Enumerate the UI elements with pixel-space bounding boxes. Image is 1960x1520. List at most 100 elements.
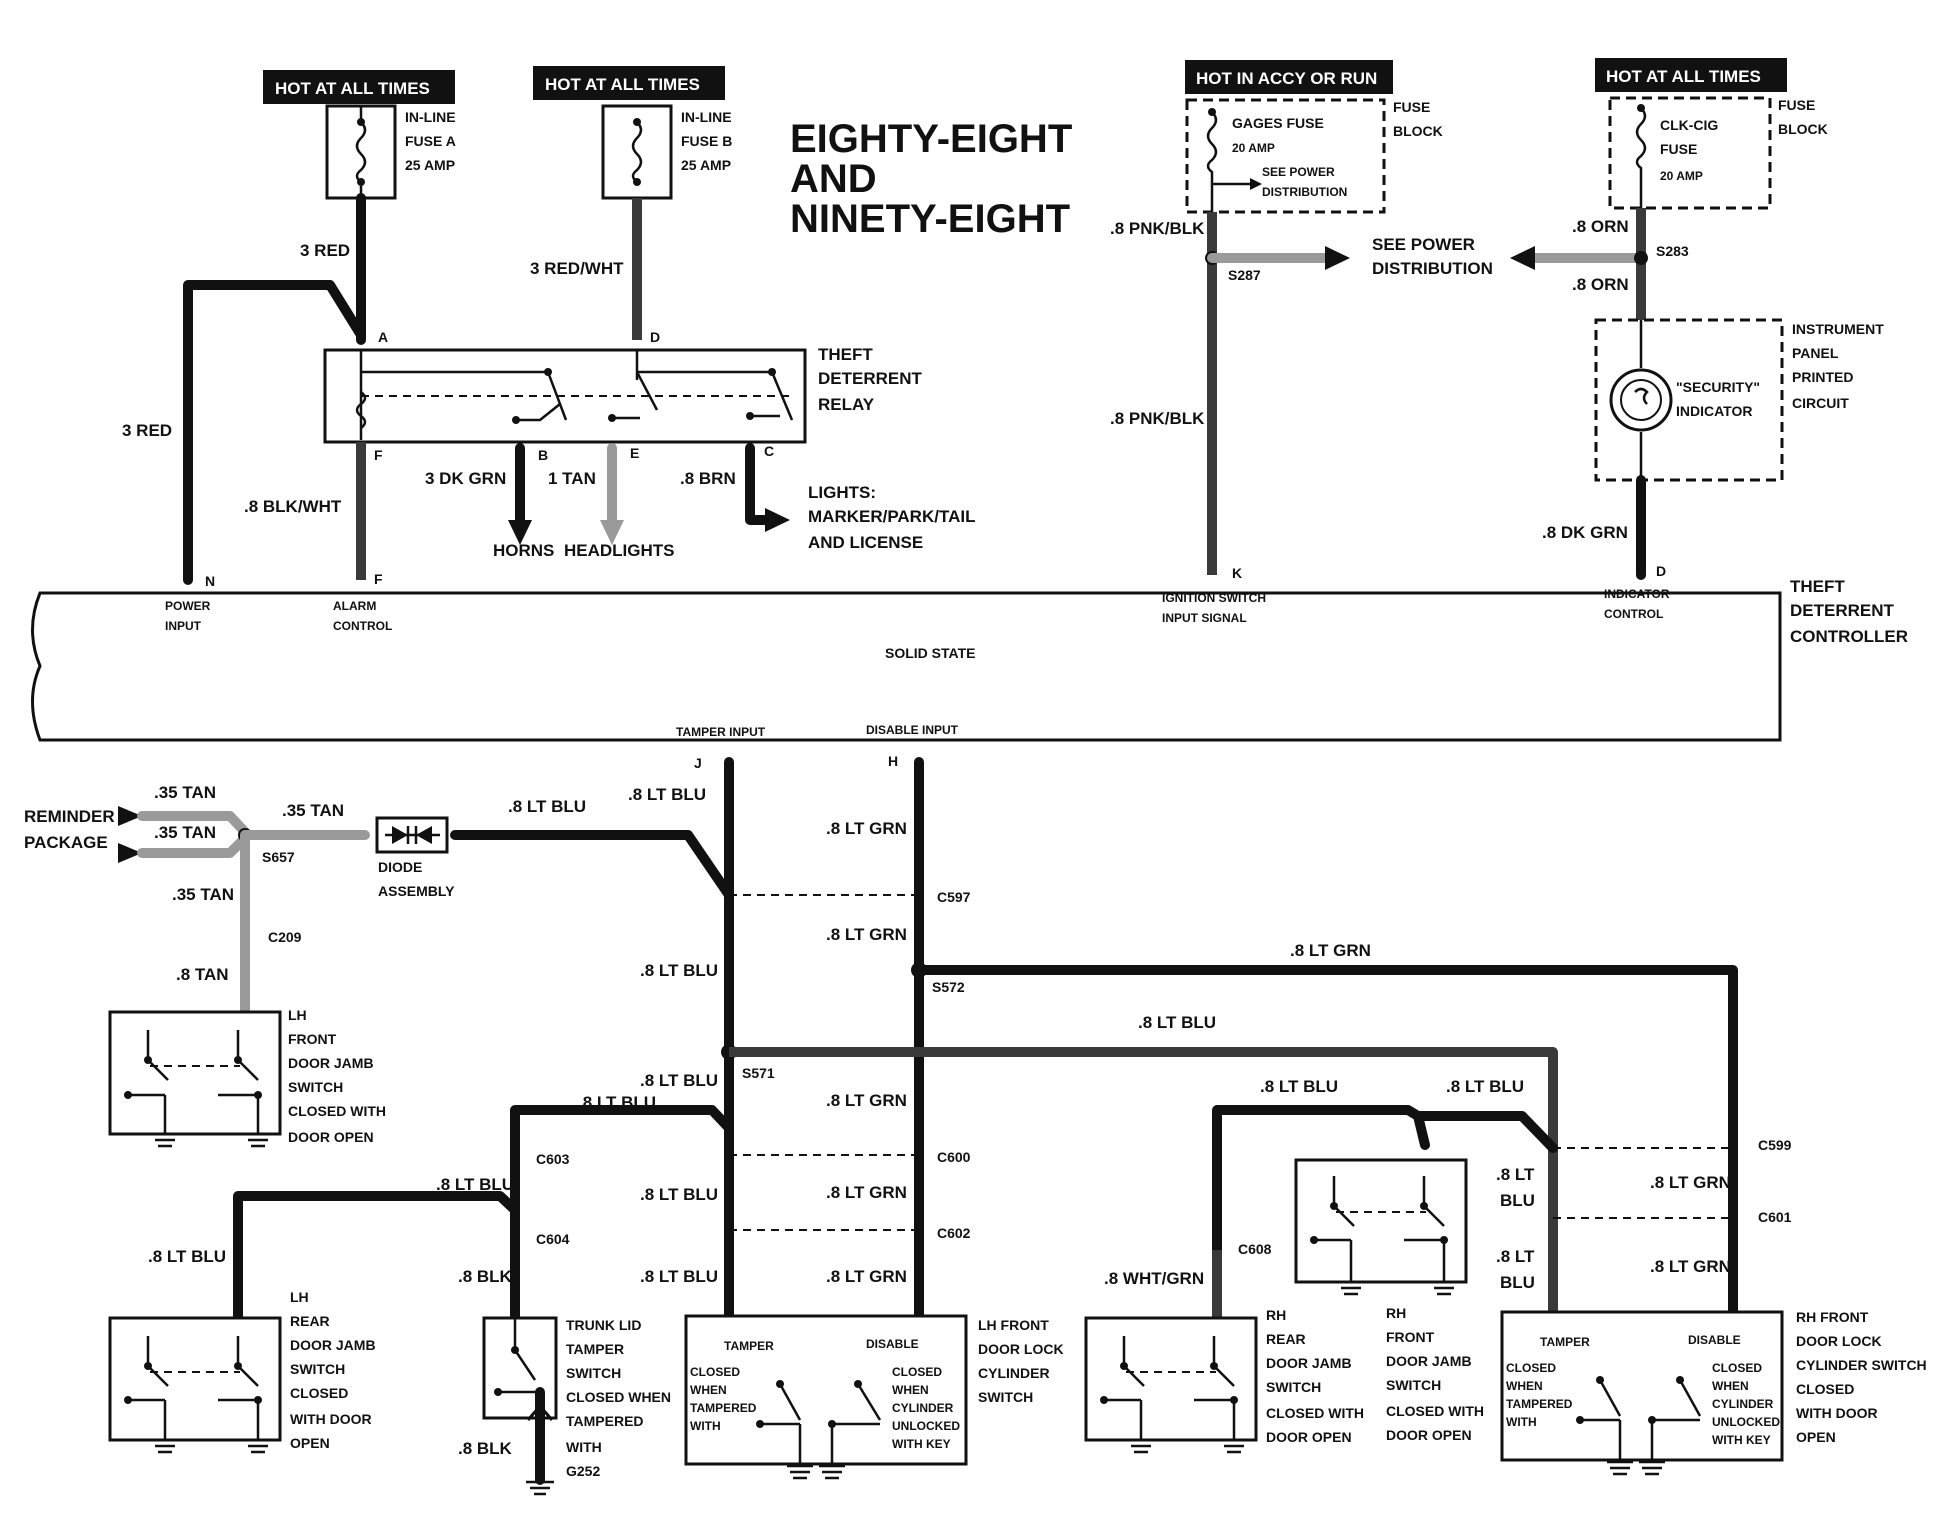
reminder-label-2: PACKAGE [24,833,108,852]
relay-pin-b: B [538,447,548,463]
lights-arrow-icon [765,508,790,532]
relay-pin-c: C [764,443,774,459]
rh-rear-jamb-6: DOOR OPEN [1266,1429,1352,1445]
clk-fuse-line-2: FUSE [1660,141,1697,157]
ignition-label-2: INPUT SIGNAL [1162,611,1247,625]
lh-lock-1: LH FRONT [978,1317,1049,1333]
wire-lt-blu-rh [729,1047,1558,1320]
see-power-dist-2: DISTRIBUTION [1372,259,1493,278]
wire-label-8-blk-wht: .8 BLK/WHT [244,497,342,516]
trunk-5: TAMPERED [566,1413,644,1429]
wire-label-lt-grn-7: .8 LT GRN [1650,1173,1731,1192]
lh-disable-note-2: WHEN [892,1383,929,1397]
wire-label-orn-2: .8 ORN [1572,275,1629,294]
lh-tamper-note-1: CLOSED [690,1365,740,1379]
wire-label-8-lt-b: .8 LT [1496,1247,1535,1266]
wire-label-lt-blu-6: .8 LT BLU [578,1093,656,1112]
wire-lt-blu-tamper-trunk [450,830,734,1325]
rh-tamper-note-1: CLOSED [1506,1361,1556,1375]
power-input-1: POWER [165,599,211,613]
rh-front-jamb-4: SWITCH [1386,1377,1441,1393]
rh-rear-jamb-2: REAR [1266,1331,1306,1347]
wire-label-1-tan: 1 TAN [548,469,596,488]
output-lights-2: MARKER/PARK/TAIL [808,507,975,526]
controller-name-3: CONTROLLER [1790,627,1908,646]
controller-body: SOLID STATE [885,645,975,661]
trunk-lid-tamper-switch: TRUNK LID TAMPER SWITCH CLOSED WHEN TAMP… [482,1316,671,1496]
lh-rear-jamb-1: LH [290,1289,309,1305]
rh-connector-dash-lines [1553,1147,1733,1219]
lh-tamper-note-2: WHEN [690,1383,727,1397]
fuse-block-label-1a: FUSE [1393,99,1430,115]
wire-label-8-blk-1: .8 BLK [458,1267,513,1286]
wire-label-8-lt-a: .8 LT [1496,1165,1535,1184]
indicator-lamp-icon [1609,368,1673,432]
diagram-title: EIGHTY-EIGHT AND NINETY-EIGHT [790,117,1072,241]
lh-lock-3: CYLINDER [978,1365,1050,1381]
fuse-b-line-2: FUSE B [681,133,732,149]
wire-label-lt-grn-4: .8 LT GRN [826,1091,907,1110]
ground-icon [787,1464,845,1480]
wire-lt-blu-rh-front-jamb [1413,1111,1558,1153]
rh-lock-tamper: TAMPER [1540,1335,1590,1349]
output-horns: HORNS [493,541,554,560]
lh-front-door-jamb-switch: LH FRONT DOOR JAMB SWITCH CLOSED WITH DO… [108,1007,386,1148]
wire-label-35-tan-3: .35 TAN [282,801,344,820]
security-indicator: "SECURITY" INDICATOR INSTRUMENT PANEL PR… [1594,318,1884,482]
ground-icon [1338,1280,1457,1296]
ground-icon [152,1438,271,1454]
lh-rear-jamb-5: CLOSED [290,1385,348,1401]
relay-pin-d: D [650,329,660,345]
reminder-arrow-2-icon [118,843,142,863]
relay-pin-f: F [374,447,383,463]
hot-at-all-times-label-a: HOT AT ALL TIMES [275,79,430,98]
splice-s572: S572 [932,979,965,995]
lh-tamper-note-3: TAMPERED [690,1401,757,1415]
ground-icon [526,1480,554,1496]
wire-label-lt-blu-3: .8 LT BLU [640,961,718,980]
clk-cig-fuse-block: CLK-CIG FUSE 20 AMP FUSE BLOCK [1608,96,1828,210]
rh-disable-note-1: CLOSED [1712,1361,1762,1375]
wire-3-red-power-input [183,280,366,585]
lh-front-jamb-5: CLOSED WITH [288,1103,386,1119]
clk-fuse-line-3: 20 AMP [1660,169,1703,183]
gages-fuse-block: GAGES FUSE 20 AMP SEE POWER DISTRIBUTION… [1185,98,1443,214]
rh-lock-disable: DISABLE [1688,1333,1741,1347]
rh-tamper-note-3: TAMPERED [1506,1397,1573,1411]
alarm-control-1: ALARM [333,599,376,613]
see-power-dist-1: SEE POWER [1372,235,1475,254]
title-line-3: NINETY-EIGHT [790,197,1070,241]
disable-input-label: DISABLE INPUT [866,723,959,737]
lh-rear-jamb-7: OPEN [290,1435,330,1451]
rh-rear-door-jamb-switch: RH REAR DOOR JAMB SWITCH CLOSED WITH DOO… [1084,1307,1364,1454]
rh-disable-note-2: WHEN [1712,1379,1749,1393]
wire-label-3-red-a: 3 RED [300,241,350,260]
wire-label-3-red-wht: 3 RED/WHT [530,259,624,278]
wire-label-orn-1: .8 ORN [1572,217,1629,236]
wire-label-lt-blu-9: .8 LT BLU [640,1185,718,1204]
wire-label-8-blk-2: .8 BLK [458,1439,513,1458]
splice-s571: S571 [742,1065,775,1081]
splice-s657: S657 [262,849,295,865]
panel-label-2: PANEL [1792,345,1839,361]
lh-rear-jamb-2: REAR [290,1313,330,1329]
connector-c601: C601 [1758,1209,1792,1225]
rh-lock-2: DOOR LOCK [1796,1333,1882,1349]
wire-label-lt-blu-7: .8 LT BLU [436,1175,514,1194]
connector-c600: C600 [937,1149,971,1165]
reminder-label-1: REMINDER [24,807,115,826]
wire-label-lt-blu-2: .8 LT BLU [628,785,706,804]
output-lights-3: AND LICENSE [808,533,923,552]
gages-fuse-line-3: SEE POWER [1262,165,1335,179]
rh-front-jamb-5: CLOSED WITH [1386,1403,1484,1419]
lh-disable-note-5: WITH KEY [892,1437,951,1451]
fuse-a: IN-LINE FUSE A 25 AMP [325,104,456,200]
diode-assembly [375,816,449,854]
title-line-1: EIGHTY-EIGHT [790,117,1072,161]
ground-icon [1607,1460,1665,1476]
tamper-input-label: TAMPER INPUT [676,725,766,739]
lh-tamper-note-4: WITH [690,1419,721,1433]
wire-label-lt-blu-12: .8 LT BLU [1446,1077,1524,1096]
wire-label-lt-blu-1: .8 LT BLU [508,797,586,816]
controller-name-1: THEFT [1790,577,1845,596]
